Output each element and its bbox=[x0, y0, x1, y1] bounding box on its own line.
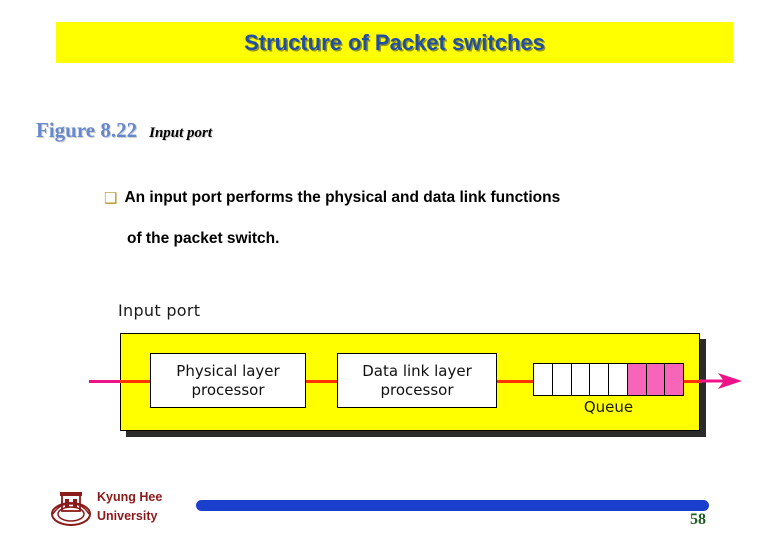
list-item: ❑ An input port performs the physical an… bbox=[104, 188, 744, 209]
queue-cell-filled bbox=[665, 364, 683, 395]
bullet-text-line-1: An input port performs the physical and … bbox=[124, 189, 561, 206]
path-segment-between-processors bbox=[304, 380, 339, 383]
path-segment-queue-exit bbox=[682, 380, 702, 383]
footer-accent-bar bbox=[196, 500, 709, 511]
figure-title: Input port bbox=[149, 125, 213, 141]
diagram-label-input-port: Input port bbox=[118, 301, 201, 320]
bullet-text-line-2: of the packet switch. bbox=[127, 229, 280, 247]
square-bullet-icon: ❑ bbox=[104, 189, 118, 207]
queue-cell-empty bbox=[609, 364, 628, 395]
data-link-layer-line-2: processor bbox=[380, 380, 454, 399]
input-port-container bbox=[120, 333, 700, 431]
footer-university-name: Kyung Hee University bbox=[97, 488, 162, 526]
queue-cell-empty bbox=[590, 364, 609, 395]
footer-university-line-1: Kyung Hee bbox=[97, 490, 163, 504]
queue-label: Queue bbox=[583, 398, 634, 416]
kyung-hee-university-logo bbox=[51, 492, 91, 526]
path-segment-to-queue bbox=[495, 380, 535, 383]
physical-layer-line-1: Physical layer bbox=[176, 361, 280, 380]
figure-caption: Figure 8.22 Input port bbox=[36, 118, 212, 143]
queue-cell-filled bbox=[646, 364, 666, 395]
data-link-layer-processor-box: Data link layer processor bbox=[337, 353, 497, 408]
page-title: Structure of Packet switches bbox=[244, 29, 545, 55]
physical-layer-line-2: processor bbox=[191, 380, 265, 399]
queue-group: Queue bbox=[533, 363, 684, 416]
queue-cell-filled bbox=[627, 364, 647, 395]
figure-number: Figure 8.22 bbox=[36, 118, 138, 142]
page-number: 58 bbox=[690, 511, 706, 528]
queue-cell-empty bbox=[534, 364, 553, 395]
footer-university-line-2: University bbox=[97, 508, 158, 523]
path-segment-entry bbox=[120, 380, 152, 383]
bullet-list: ❑ An input port performs the physical an… bbox=[104, 188, 744, 250]
queue-cells bbox=[533, 363, 684, 396]
data-link-layer-line-1: Data link layer bbox=[362, 361, 472, 380]
outgoing-arrow-icon bbox=[700, 373, 742, 389]
incoming-link-line bbox=[89, 380, 121, 383]
port-box-shadow bbox=[126, 339, 706, 437]
physical-layer-processor-box: Physical layer processor bbox=[150, 353, 306, 408]
queue-cell-empty bbox=[552, 364, 572, 395]
title-banner: Structure of Packet switches bbox=[56, 22, 733, 63]
queue-cell-empty bbox=[571, 364, 591, 395]
